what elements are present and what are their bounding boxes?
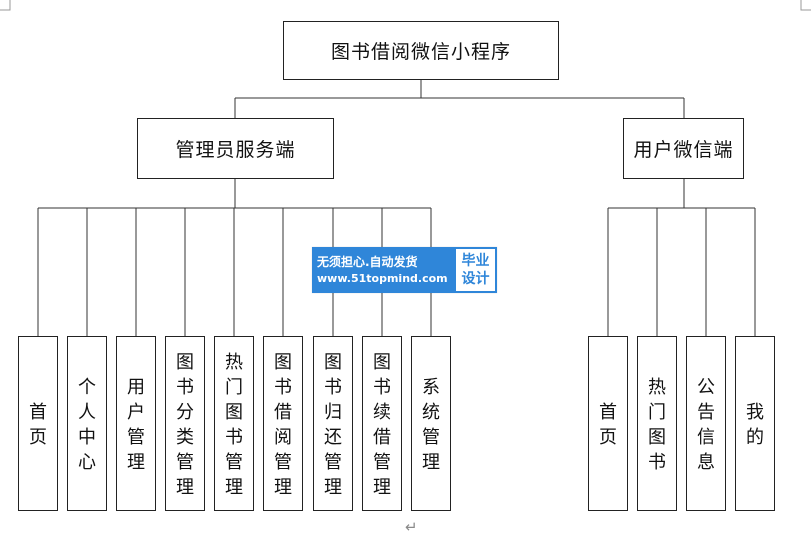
root-node: 图书借阅微信小程序 xyxy=(283,21,559,80)
leaf-node-label: 图书归还管理 xyxy=(324,351,342,498)
leaf-node-label: 图书借阅管理 xyxy=(274,351,292,498)
leaf-node-label: 图书续借管理 xyxy=(373,351,391,498)
leaf-node-label: 首页 xyxy=(599,401,617,448)
leaf-node-label: 热门图书管理 xyxy=(225,351,243,498)
root-node-label: 图书借阅微信小程序 xyxy=(330,41,511,63)
leaf-node-label: 我的 xyxy=(746,401,764,448)
leaf-node-admin-4: 图书分类管理 xyxy=(165,336,205,511)
watermark-slogan: 无须担心.自动发货 xyxy=(317,255,418,269)
leaf-node-label: 系统管理 xyxy=(422,376,440,473)
branch-node-user: 用户微信端 xyxy=(623,118,744,179)
leaf-node-label: 热门图书 xyxy=(648,376,666,473)
leaf-node-user-4: 我的 xyxy=(735,336,775,511)
watermark-text-block: 无须担心.自动发货 www.51topmind.com xyxy=(312,247,454,293)
leaf-node-label: 公告信息 xyxy=(697,376,715,473)
paragraph-mark: ↵ xyxy=(405,518,418,536)
leaf-node-admin-5: 热门图书管理 xyxy=(214,336,254,511)
leaf-node-admin-9: 系统管理 xyxy=(411,336,451,511)
watermark-badge: 无须担心.自动发货 www.51topmind.com 毕业设计 xyxy=(312,247,497,293)
leaf-node-label: 首页 xyxy=(29,401,47,448)
leaf-node-admin-2: 个人中心 xyxy=(67,336,107,511)
leaf-node-admin-1: 首页 xyxy=(18,336,58,511)
leaf-node-label: 个人中心 xyxy=(78,376,96,473)
branch-node-user-label: 用户微信端 xyxy=(633,139,734,161)
watermark-tag: 毕业设计 xyxy=(454,247,497,293)
branch-node-admin-label: 管理员服务端 xyxy=(175,139,296,161)
leaf-node-user-3: 公告信息 xyxy=(686,336,726,511)
leaf-node-user-2: 热门图书 xyxy=(637,336,677,511)
leaf-node-label: 用户管理 xyxy=(127,376,145,473)
leaf-node-admin-8: 图书续借管理 xyxy=(362,336,402,511)
watermark-url: www.51topmind.com xyxy=(317,272,448,285)
leaf-node-label: 图书分类管理 xyxy=(176,351,194,498)
branch-node-admin: 管理员服务端 xyxy=(137,118,334,179)
page-corner-mark-left xyxy=(0,0,11,11)
leaf-node-admin-6: 图书借阅管理 xyxy=(263,336,303,511)
page-corner-mark-right xyxy=(800,0,811,11)
leaf-node-admin-3: 用户管理 xyxy=(116,336,156,511)
leaf-node-user-1: 首页 xyxy=(588,336,628,511)
leaf-node-admin-7: 图书归还管理 xyxy=(313,336,353,511)
